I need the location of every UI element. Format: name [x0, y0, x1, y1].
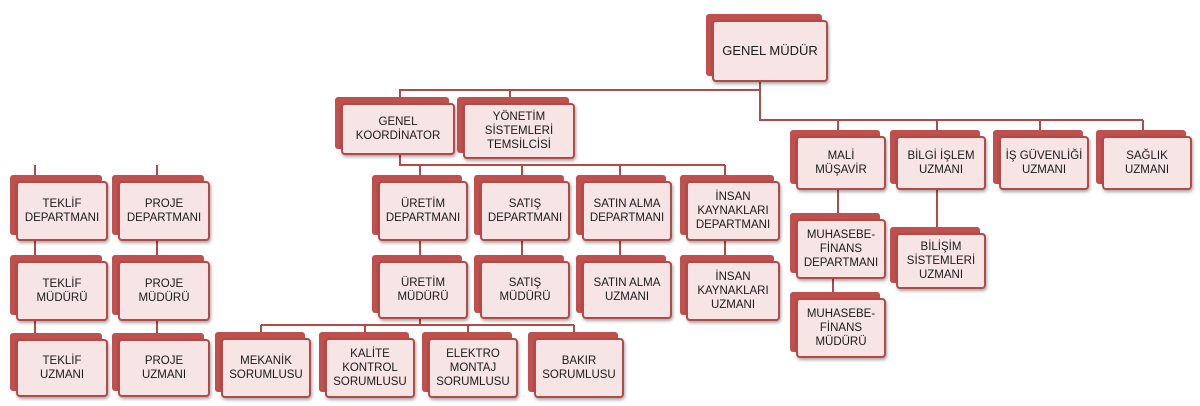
node-label: ELEKTRO MONTAJ SORUMLUSU	[428, 338, 518, 398]
node-saglik-uzmani: SAĞLIK UZMANI	[1096, 130, 1192, 190]
node-label: SATIŞ DEPARTMANI	[480, 181, 570, 241]
node-label: SATIN ALMA DEPARTMANI	[582, 181, 672, 241]
node-genel-koordinator: GENEL KOORDİNATOR	[335, 97, 455, 155]
node-label: GENEL MÜDÜR	[712, 20, 828, 82]
node-muhasebe-muduru: MUHASEBE- FİNANS MÜDÜRÜ	[790, 292, 886, 358]
node-label: YÖNETİM SİSTEMLERİ TEMSİLCİSİ	[463, 103, 575, 159]
node-is-guvenligi: İŞ GÜVENLİĞİ UZMANI	[993, 130, 1089, 190]
node-label: TEKLİF UZMANI	[16, 339, 108, 397]
node-bakir-sorumlusu: BAKIR SORUMLUSU	[528, 332, 624, 398]
node-label: İNSAN KAYNAKLARI UZMANI	[686, 261, 780, 321]
node-mekanik-sorumlusu: MEKANİK SORUMLUSU	[215, 332, 311, 398]
node-teklif-departmani: TEKLİF DEPARTMANI	[10, 175, 108, 241]
node-satis-departmani: SATIŞ DEPARTMANI	[474, 175, 570, 241]
node-label: ÜRETİM MÜDÜRÜ	[378, 261, 468, 319]
node-insan-kaynaklari-departmani: İNSAN KAYNAKLARI DEPARTMANI	[680, 175, 780, 241]
node-genel-mudur: GENEL MÜDÜR	[706, 14, 828, 82]
node-proje-departmani: PROJE DEPARTMANI	[112, 175, 210, 241]
node-uretim-departmani: ÜRETİM DEPARTMANI	[372, 175, 468, 241]
node-label: İŞ GÜVENLİĞİ UZMANI	[999, 136, 1089, 190]
node-label: ÜRETİM DEPARTMANI	[378, 181, 468, 241]
node-label: SAĞLIK UZMANI	[1102, 136, 1192, 190]
node-label: BAKIR SORUMLUSU	[534, 338, 624, 398]
node-satinalma-departmani: SATIN ALMA DEPARTMANI	[576, 175, 672, 241]
node-label: PROJE DEPARTMANI	[118, 181, 210, 241]
node-teklif-muduru: TEKLİF MÜDÜRÜ	[10, 255, 108, 321]
node-label: MUHASEBE- FİNANS MÜDÜRÜ	[796, 298, 886, 358]
node-satis-muduru: SATIŞ MÜDÜRÜ	[474, 255, 570, 319]
node-elektro-montaj-sorumlusu: ELEKTRO MONTAJ SORUMLUSU	[422, 332, 518, 398]
node-yonetim-sistemleri: YÖNETİM SİSTEMLERİ TEMSİLCİSİ	[457, 97, 575, 159]
node-label: BİLGİ İŞLEM UZMANI	[896, 136, 986, 190]
node-label: PROJE UZMANI	[118, 339, 210, 397]
node-label: SATIN ALMA UZMANI	[582, 261, 672, 319]
node-satinalma-uzmani: SATIN ALMA UZMANI	[576, 255, 672, 319]
node-label: GENEL KOORDİNATOR	[341, 103, 455, 155]
node-kalite-kontrol-sorumlusu: KALİTE KONTROL SORUMLUSU	[319, 332, 415, 398]
node-label: MUHASEBE- FİNANS DEPARTMANI	[796, 219, 886, 279]
node-label: TEKLİF DEPARTMANI	[16, 181, 108, 241]
node-proje-uzmani: PROJE UZMANI	[112, 333, 210, 397]
node-label: SATIŞ MÜDÜRÜ	[480, 261, 570, 319]
node-label: KALİTE KONTROL SORUMLUSU	[325, 338, 415, 398]
node-label: BİLİŞİM SİSTEMLERİ UZMANI	[896, 233, 986, 289]
node-label: TEKLİF MÜDÜRÜ	[16, 261, 108, 321]
node-label: İNSAN KAYNAKLARI DEPARTMANI	[686, 181, 780, 241]
node-bilgi-islem: BİLGİ İŞLEM UZMANI	[890, 130, 986, 190]
node-label: MEKANİK SORUMLUSU	[221, 338, 311, 398]
node-proje-muduru: PROJE MÜDÜRÜ	[112, 255, 210, 321]
node-teklif-uzmani: TEKLİF UZMANI	[10, 333, 108, 397]
node-label: MALİ MÜŞAVİR	[796, 136, 886, 190]
node-label: PROJE MÜDÜRÜ	[118, 261, 210, 321]
node-insan-kaynaklari-uzmani: İNSAN KAYNAKLARI UZMANI	[680, 255, 780, 321]
node-uretim-muduru: ÜRETİM MÜDÜRÜ	[372, 255, 468, 319]
node-mali-musavir: MALİ MÜŞAVİR	[790, 130, 886, 190]
node-muhasebe-departmani: MUHASEBE- FİNANS DEPARTMANI	[790, 213, 886, 279]
node-bilisim-sistemleri: BİLİŞİM SİSTEMLERİ UZMANI	[890, 227, 986, 289]
